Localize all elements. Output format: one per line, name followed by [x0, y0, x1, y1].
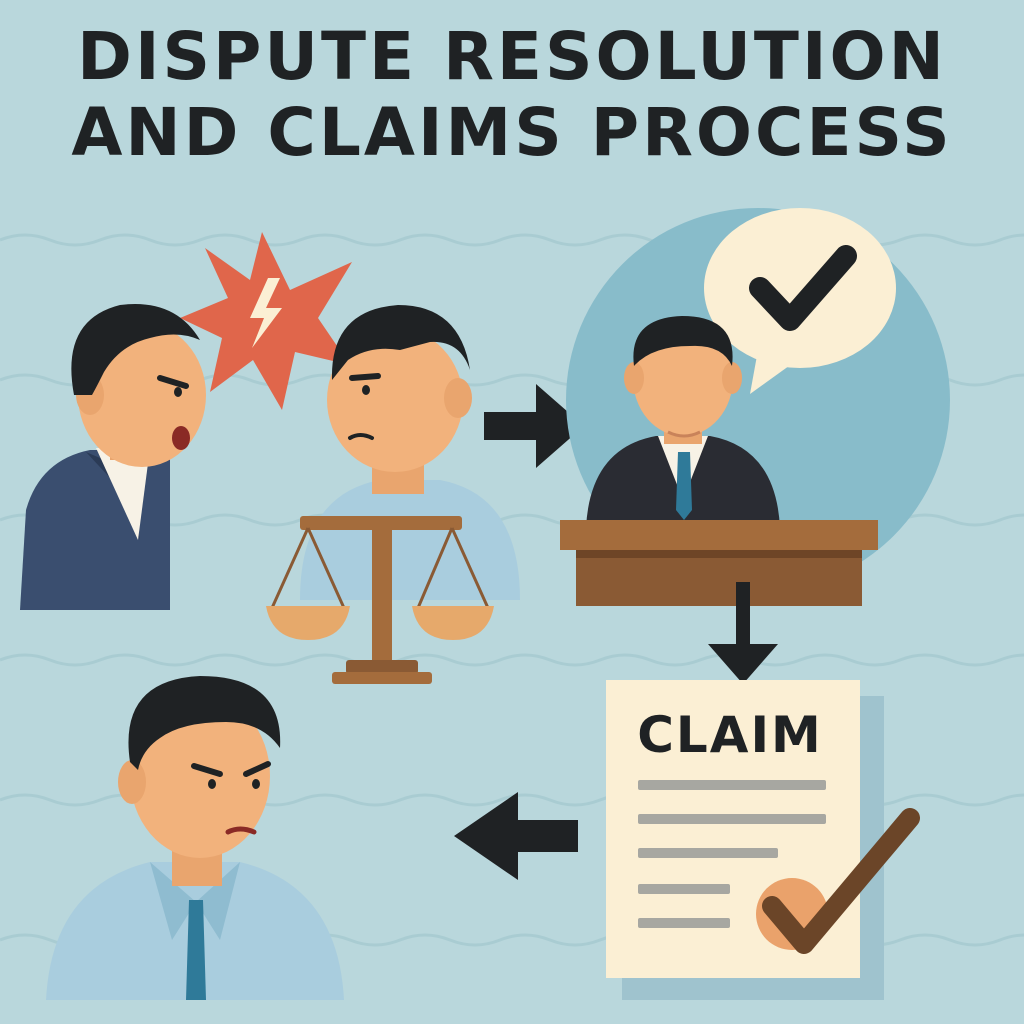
balance-scale-icon — [266, 516, 494, 684]
arrow-down-icon — [708, 582, 778, 684]
man-arguing-left — [20, 304, 206, 610]
title-line-2: AND CLAIMS PROCESS — [71, 94, 953, 171]
claim-label: CLAIM — [637, 706, 823, 764]
claimant-man — [46, 676, 344, 1000]
judge — [586, 316, 780, 528]
approval-check-icon — [756, 808, 920, 954]
conflict-burst-icon — [180, 232, 352, 410]
judge-podium-icon — [560, 520, 878, 606]
claim-document-icon: CLAIM — [606, 680, 884, 1000]
title-line-1: DISPUTE RESOLUTION — [77, 18, 947, 95]
arrow-right-icon — [484, 384, 584, 468]
speech-bubble-check-icon — [704, 208, 896, 394]
lightning-icon — [250, 278, 282, 348]
man-arguing-right — [300, 305, 520, 600]
arrow-left-icon — [454, 792, 578, 880]
